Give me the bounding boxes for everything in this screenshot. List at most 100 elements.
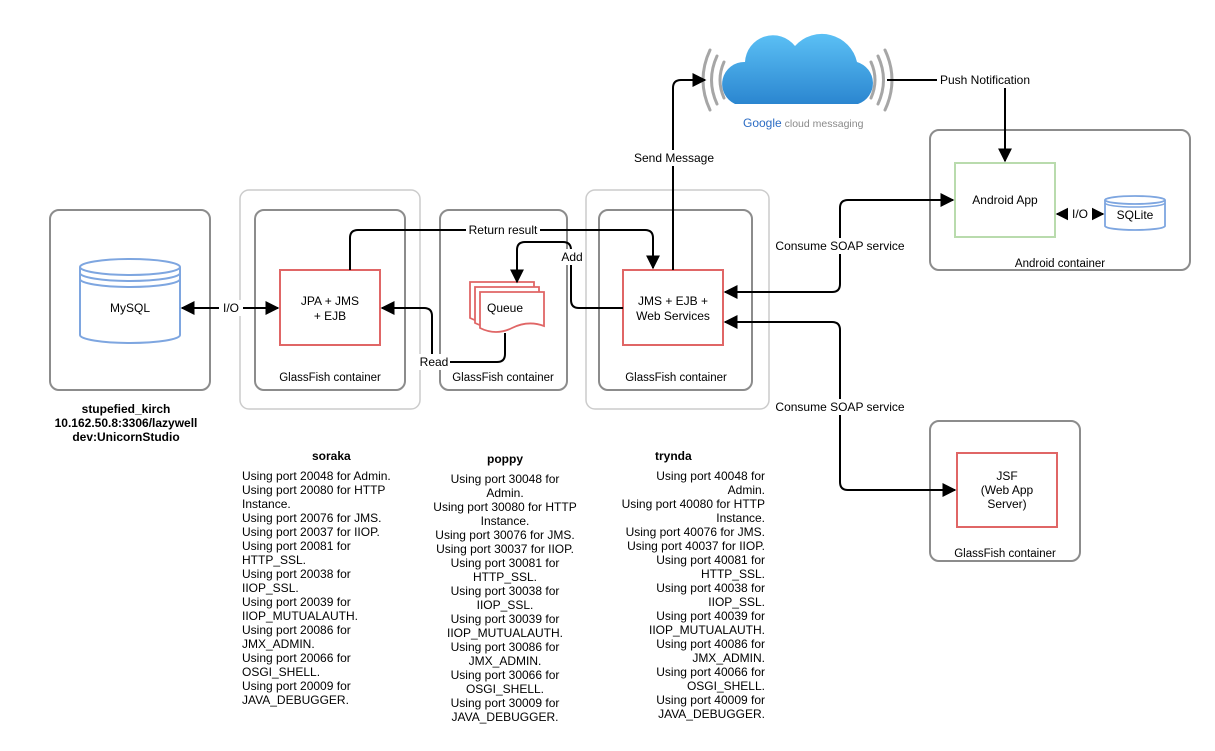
ports-trynda-title: trynda [655, 449, 692, 463]
port-line: JMX_ADMIN. [468, 654, 542, 668]
soraka-component-line-2: + EJB [314, 309, 346, 323]
label-push-notification: Push Notification [940, 73, 1030, 87]
database-icon [79, 258, 181, 344]
port-line: Using port 40039 for [656, 609, 765, 623]
android-app-component [954, 162, 1056, 238]
gcm-cloud-logo: Google cloud messaging [701, 33, 894, 130]
ports-poppy-title: poppy [487, 452, 523, 466]
port-line: Using port 20038 for [242, 567, 351, 581]
soraka-outer-frame [239, 189, 421, 410]
port-line: Using port 40038 for [656, 581, 765, 595]
ports-soraka-lines: Using port 20048 for Admin.Using port 20… [242, 469, 422, 707]
port-line: Using port 20066 for [242, 651, 351, 665]
port-line: Using port 30037 for IIOP. [436, 542, 574, 556]
port-line: Using port 30086 for [450, 640, 560, 654]
port-line: Using port 30009 for [450, 696, 560, 710]
mysql-host-caption: stupefied_kirch 10.162.50.8:3306/lazywel… [55, 402, 198, 444]
port-line: Using port 20081 for [242, 539, 351, 553]
port-line: IIOP_MUTUALAUTH. [242, 609, 359, 623]
android-app-label: Android App [972, 193, 1038, 207]
port-line: OSGI_SHELL. [242, 665, 321, 679]
port-line: OSGI_SHELL. [686, 679, 765, 693]
android-container-label: Android container [1015, 258, 1105, 270]
label-io-mysql: I/O [223, 301, 239, 315]
port-line: Using port 30066 for [450, 668, 560, 682]
port-line: JAVA_DEBUGGER. [658, 707, 765, 721]
queue-icon [469, 281, 545, 333]
port-line: Instance. [716, 511, 765, 525]
edge-labels: I/O Return result Add Read Send Message … [219, 72, 1092, 415]
sqlite-label: SQLite [1117, 208, 1154, 222]
soraka-container: JPA + JMS + EJB GlassFish container [254, 209, 406, 391]
port-line: HTTP_SSL. [700, 567, 765, 581]
port-line: Using port 40066 for [656, 665, 765, 679]
soraka-container-label: GlassFish container [279, 372, 381, 384]
port-line: Using port 40076 for JMS. [625, 525, 765, 539]
port-line: Using port 20080 for HTTP [242, 483, 386, 497]
port-line: JMX_ADMIN. [242, 637, 315, 651]
port-line: Using port 40037 for IIOP. [627, 539, 765, 553]
ports-soraka-title: soraka [312, 449, 351, 463]
label-return-result: Return result [469, 223, 538, 237]
port-line: Using port 30048 for [450, 472, 560, 486]
port-line: HTTP_SSL. [472, 570, 538, 584]
label-read: Read [420, 355, 449, 369]
host-address: 10.162.50.8:3306/lazywell [55, 416, 198, 430]
port-line: JMX_ADMIN. [692, 651, 765, 665]
host-name: stupefied_kirch [82, 402, 171, 416]
trynda-component-line-1: JMS + EJB + [638, 294, 708, 308]
port-line: Admin. [727, 483, 765, 497]
android-container: Android App SQLite Android container [929, 129, 1191, 271]
jsf-component [956, 452, 1058, 528]
sqlite-icon [1104, 195, 1166, 231]
port-line: Using port 20048 for Admin. [242, 469, 391, 483]
gcm-brand-service: cloud messaging [782, 118, 864, 130]
port-line: Instance. [242, 497, 291, 511]
port-line: Using port 40081 for [656, 553, 765, 567]
jsf-container: JSF (Web App Server) GlassFish container [929, 420, 1081, 562]
port-line: HTTP_SSL. [242, 553, 307, 567]
label-consume-soap-jsf: Consume SOAP service [775, 400, 904, 414]
trynda-component-line-2: Web Services [636, 309, 710, 323]
port-line: Using port 30038 for [450, 584, 560, 598]
mysql-node: MySQL [49, 209, 211, 391]
jms-ejb-ws-component [622, 269, 724, 346]
port-line: Using port 20037 for IIOP. [242, 525, 380, 539]
trynda-container: JMS + EJB + Web Services GlassFish conta… [598, 209, 753, 391]
label-add: Add [561, 250, 582, 264]
jsf-line-1: JSF [996, 469, 1017, 483]
port-line: Using port 20086 for [242, 623, 351, 637]
port-line: Instance. [480, 514, 530, 528]
port-line: Using port 40009 for [656, 693, 765, 707]
port-line: Using port 20009 for [242, 679, 351, 693]
port-line: Using port 20039 for [242, 595, 351, 609]
port-line: Using port 30039 for [450, 612, 560, 626]
port-line: IIOP_MUTUALAUTH. [648, 623, 765, 637]
ports-soraka: soraka Using port 20048 for Admin.Using … [242, 449, 422, 707]
port-line: Using port 30076 for JMS. [435, 528, 575, 542]
cloud-icon [722, 33, 873, 105]
port-line: Using port 30081 for [450, 556, 560, 570]
trynda-container-label: GlassFish container [625, 372, 727, 384]
poppy-container-label: GlassFish container [452, 372, 554, 384]
signal-waves-icon [701, 48, 894, 112]
port-line: Using port 30080 for HTTP [433, 500, 577, 514]
port-line: Using port 40048 for [656, 469, 765, 483]
label-send-message: Send Message [634, 151, 714, 165]
port-line: Using port 40080 for HTTP [621, 497, 765, 511]
port-line: Using port 20076 for JMS. [242, 511, 382, 525]
port-line: JAVA_DEBUGGER. [451, 710, 559, 724]
mysql-label: MySQL [110, 301, 150, 315]
label-io-sqlite: I/O [1072, 207, 1088, 221]
soraka-component-line-1: JPA + JMS [301, 294, 359, 308]
port-line: IIOP_SSL. [476, 598, 534, 612]
jsf-line-2: (Web App [981, 483, 1034, 497]
port-line: JAVA_DEBUGGER. [242, 693, 349, 707]
host-dev: dev:UnicornStudio [72, 430, 179, 444]
jsf-line-3: Server) [987, 497, 1026, 511]
port-line: Admin. [486, 486, 524, 500]
port-line: Using port 40086 for [656, 637, 765, 651]
edge-add [510, 241, 623, 309]
